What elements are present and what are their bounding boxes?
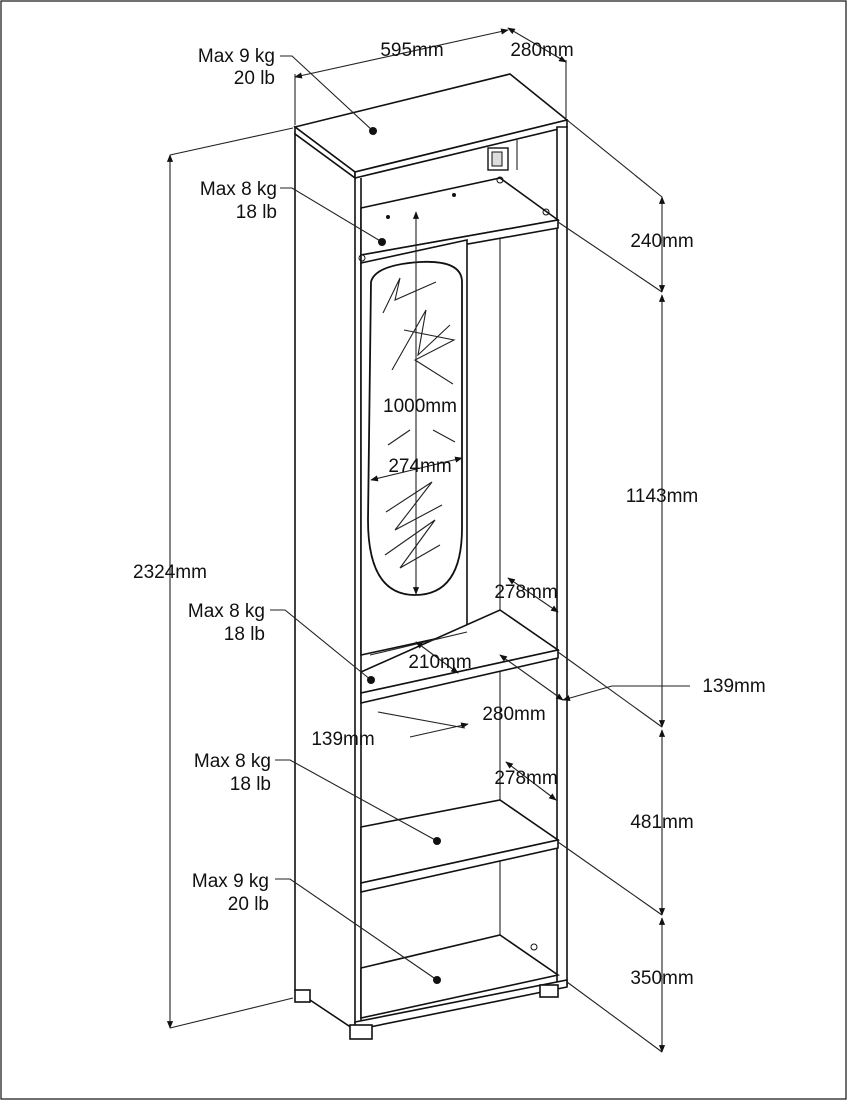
load-2-kg: Max 8 kg	[200, 179, 277, 200]
left-side-panel	[294, 132, 356, 1032]
load-2-lb: 18 lb	[236, 202, 277, 223]
shelf-left-gap-label: 139mm	[311, 729, 374, 750]
foot	[349, 1024, 373, 1040]
load-3-lb: 18 lb	[224, 624, 265, 645]
shelf-right-gap-label: 139mm	[702, 676, 765, 697]
width-label: 595mm	[380, 40, 443, 61]
bottom-compartment-label: 350mm	[630, 968, 693, 989]
mirror-depth-label: 210mm	[408, 652, 471, 673]
foot	[539, 984, 559, 998]
dimension-lines	[166, 27, 690, 1053]
depth-label: 280mm	[510, 40, 573, 61]
labels: 595mm 280mm 2324mm 240mm 1143mm 481mm 35…	[133, 40, 766, 989]
load-1-kg: Max 9 kg	[198, 46, 275, 67]
mirror-section-label: 1143mm	[626, 486, 699, 507]
inner-depth-lower-label: 278mm	[494, 768, 557, 789]
right-side-panel	[556, 126, 568, 990]
bottom-shelf	[360, 934, 560, 1019]
load-3-kg: Max 8 kg	[188, 601, 265, 622]
load-callouts	[270, 55, 441, 984]
height-label: 2324mm	[133, 562, 207, 583]
load-4-lb: 18 lb	[230, 774, 271, 795]
inner-depth-upper-label: 278mm	[494, 582, 557, 603]
load-4-kg: Max 8 kg	[194, 751, 271, 772]
mirror-width-label: 274mm	[388, 456, 451, 477]
foot	[294, 989, 311, 1003]
mirror-height-label: 1000mm	[383, 396, 457, 417]
load-5-lb: 20 lb	[228, 894, 269, 915]
mirror	[367, 260, 463, 596]
top-compartment-label: 240mm	[630, 231, 693, 252]
load-1-lb: 20 lb	[234, 68, 275, 89]
load-5-kg: Max 9 kg	[192, 871, 269, 892]
shelf-depth-label: 280mm	[482, 704, 545, 725]
cabinet	[293, 73, 569, 1040]
lower-compartment-label: 481mm	[630, 812, 693, 833]
